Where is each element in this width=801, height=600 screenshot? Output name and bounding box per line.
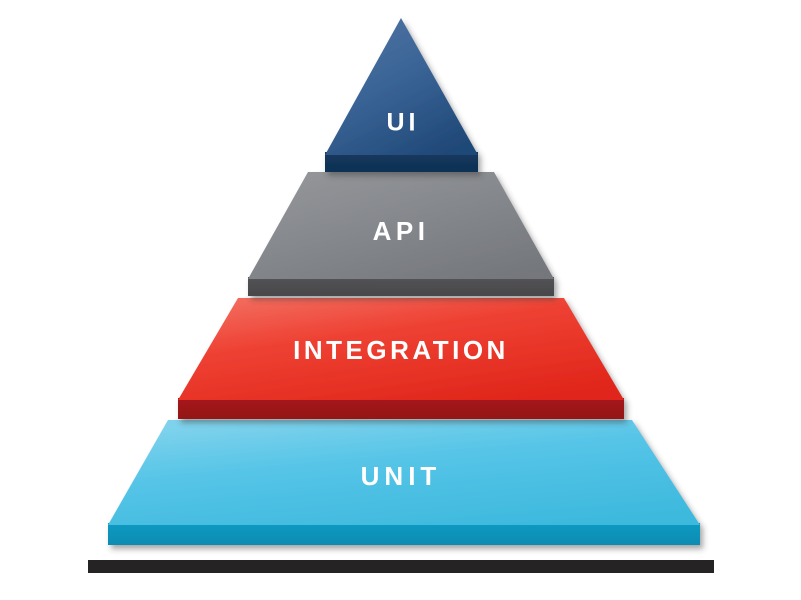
ui-layer-edge bbox=[325, 152, 478, 172]
integration-layer-face bbox=[178, 298, 624, 400]
unit-layer-edge bbox=[108, 523, 700, 545]
pyramid-base-bar bbox=[88, 560, 714, 573]
integration-layer-edge bbox=[178, 398, 624, 419]
unit-layer-label: UNIT bbox=[361, 461, 442, 491]
ui-layer-label: UI bbox=[387, 109, 420, 137]
api-layer-label: API bbox=[373, 216, 430, 246]
pyramid-layer-ui[interactable] bbox=[325, 18, 478, 172]
api-layer-edge bbox=[248, 277, 554, 296]
pyramid-layer-api[interactable] bbox=[248, 172, 554, 296]
api-layer-face bbox=[248, 172, 554, 279]
pyramid-layer-unit[interactable] bbox=[108, 420, 700, 545]
pyramid-layer-integration[interactable] bbox=[178, 298, 624, 419]
ui-layer-face bbox=[325, 18, 478, 155]
integration-layer-label: INTEGRATION bbox=[293, 335, 509, 365]
unit-layer-face bbox=[108, 420, 700, 525]
